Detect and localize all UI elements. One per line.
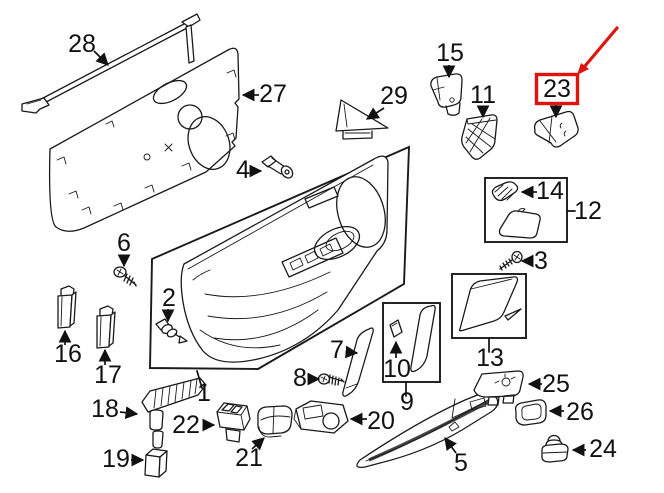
part-label-26[interactable]: 26 xyxy=(566,398,594,426)
part-16-drawing xyxy=(57,285,77,329)
part-14-drawing xyxy=(491,181,519,202)
part-3-drawing xyxy=(499,250,523,271)
part-6-drawing xyxy=(113,266,137,287)
part-15-drawing xyxy=(430,73,463,116)
part-label-25[interactable]: 25 xyxy=(542,370,570,398)
part-12-box xyxy=(484,177,568,243)
part-19-drawing xyxy=(144,448,168,478)
part-label-11[interactable]: 11 xyxy=(470,81,496,109)
part-22-drawing xyxy=(216,402,251,443)
part-label-28[interactable]: 28 xyxy=(68,30,96,58)
part-29-drawing xyxy=(335,99,389,140)
part-label-2[interactable]: 2 xyxy=(162,284,176,312)
part-label-27[interactable]: 27 xyxy=(259,80,287,108)
part-label-9[interactable]: 9 xyxy=(400,388,414,416)
part-9-drawing xyxy=(410,304,436,373)
part-21-drawing xyxy=(257,405,293,438)
part-label-8[interactable]: 8 xyxy=(293,364,307,392)
leader-lines xyxy=(58,50,586,467)
part-label-1[interactable]: 1 xyxy=(197,379,211,407)
part-label-22[interactable]: 22 xyxy=(172,411,200,439)
highlight-arrow xyxy=(583,26,619,68)
part-5-drawing xyxy=(356,391,499,468)
part-1-box xyxy=(149,145,411,370)
part-label-21[interactable]: 21 xyxy=(235,444,263,472)
part-label-10[interactable]: 10 xyxy=(383,355,411,383)
part-label-5[interactable]: 5 xyxy=(454,449,468,477)
part-8-drawing xyxy=(317,373,345,386)
part-label-20[interactable]: 20 xyxy=(367,407,395,435)
part-4-drawing xyxy=(261,155,294,179)
part-label-17[interactable]: 17 xyxy=(94,361,122,389)
part-18-drawing xyxy=(141,377,207,449)
part-11-drawing xyxy=(461,114,498,160)
part-17-drawing xyxy=(96,305,116,349)
part-label-15[interactable]: 15 xyxy=(436,39,464,67)
part-label-18[interactable]: 18 xyxy=(91,395,119,423)
part-label-13[interactable]: 13 xyxy=(476,344,504,372)
part-label-16[interactable]: 16 xyxy=(54,340,82,368)
part-20-drawing xyxy=(293,400,349,434)
part-label-24[interactable]: 24 xyxy=(589,435,617,463)
part-23-drawing xyxy=(533,110,579,148)
part-26-drawing xyxy=(514,399,547,426)
part-label-6[interactable]: 6 xyxy=(117,229,131,257)
part-label-23[interactable]: 23 xyxy=(543,75,571,103)
highlight-box xyxy=(534,72,580,106)
part-label-19[interactable]: 19 xyxy=(102,445,130,473)
part-label-4[interactable]: 4 xyxy=(236,156,250,184)
part-28-drawing xyxy=(21,13,201,114)
part-7-drawing xyxy=(342,327,374,397)
part-25-drawing xyxy=(473,370,524,406)
part-12-trim-drawing xyxy=(498,207,541,239)
part-9-box xyxy=(382,302,441,383)
part-24-drawing xyxy=(541,434,569,463)
part-label-7[interactable]: 7 xyxy=(330,336,344,364)
callout-labels: 28 27 4 15 29 11 23 14 12 3 6 2 16 17 1 … xyxy=(54,30,617,477)
part-1-drawing xyxy=(180,155,389,363)
part-label-12[interactable]: 12 xyxy=(574,197,602,225)
part-label-14[interactable]: 14 xyxy=(536,177,564,205)
part-label-29[interactable]: 29 xyxy=(380,82,408,110)
part-27-drawing xyxy=(48,47,240,232)
part-10-drawing xyxy=(389,319,403,338)
part-label-3[interactable]: 3 xyxy=(534,247,548,275)
highlight-arrowhead xyxy=(577,63,589,75)
highlight xyxy=(534,26,619,106)
part-13-box xyxy=(451,273,527,339)
part-2-drawing xyxy=(155,318,188,344)
